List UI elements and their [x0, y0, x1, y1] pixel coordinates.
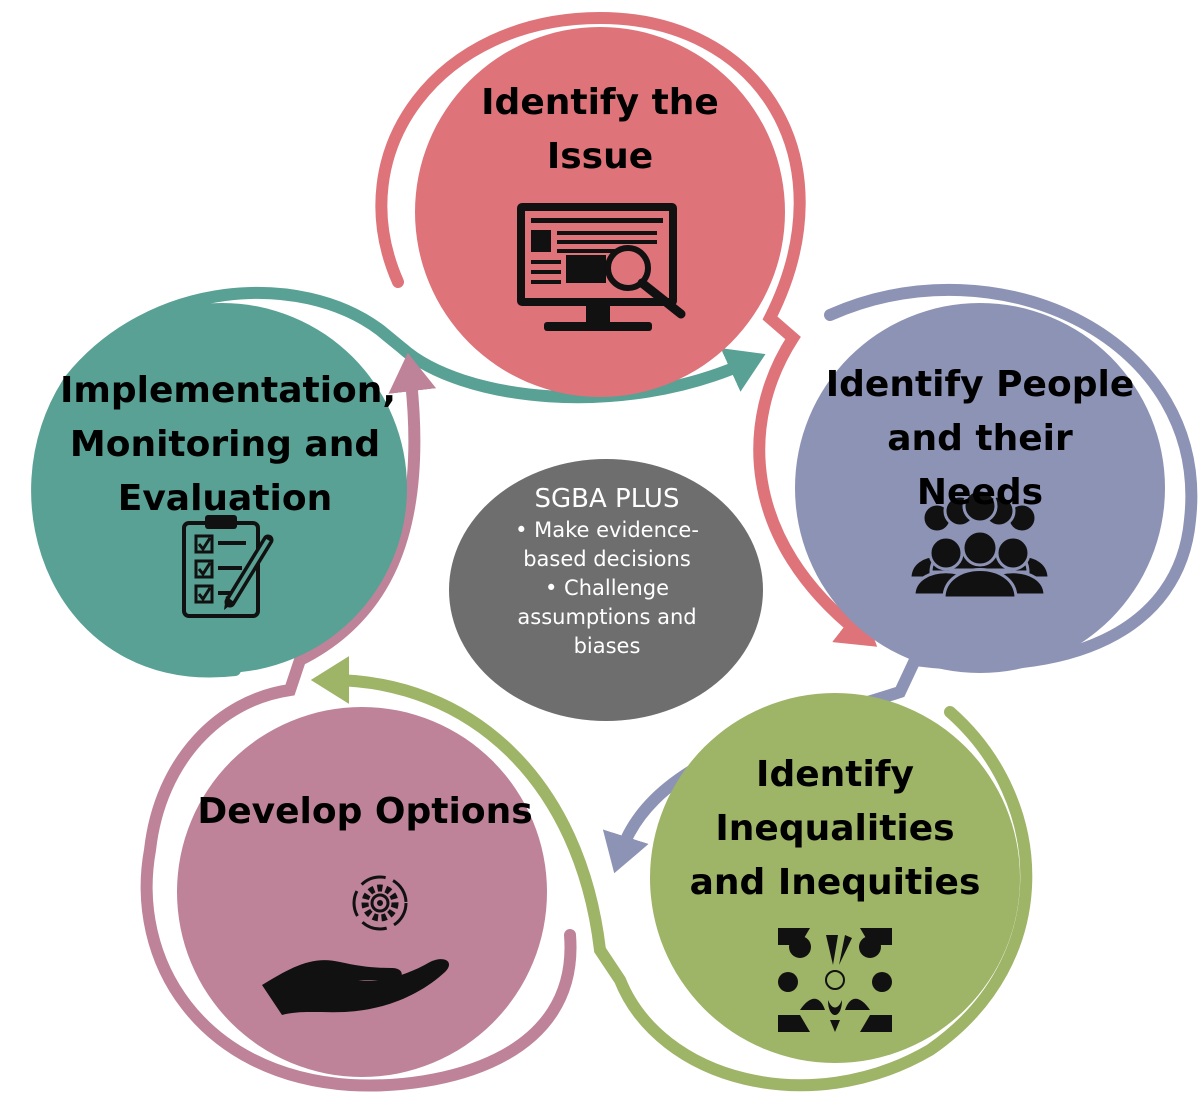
center-title: SGBA PLUS: [534, 484, 680, 514]
clipboard-checklist-icon: [182, 515, 274, 618]
ring-arc-green: [310, 656, 1033, 1092]
center-line: • Challenge: [544, 576, 670, 600]
hands-circle-icon: [778, 928, 892, 1032]
step-circle-implementation: [37, 303, 407, 673]
center-ellipse: [449, 459, 763, 721]
step-circle-develop-options: [177, 707, 547, 1077]
monitor-magnifier-icon: [517, 203, 686, 331]
step-label-identify-people: Identify People and their Needs: [825, 364, 1135, 513]
center-summary: SGBA PLUS • Make evidence- based decisio…: [452, 460, 762, 722]
ring-arc-pink: [375, 11, 878, 647]
ring-arc-mauve: [140, 352, 577, 1092]
step-label-identify-issue: Identify the Issue: [481, 82, 719, 177]
step-label-develop-options: Develop Options: [197, 791, 533, 832]
hand-gear-icon: [262, 875, 450, 1015]
center-line: biases: [573, 634, 641, 658]
center-line: • Make evidence-: [515, 518, 699, 542]
step-circle-identify-people: [795, 303, 1165, 673]
step-label-identify-inequalities: Identify Inequalities and Inequities: [689, 754, 981, 903]
ring-arc-teal: [31, 286, 766, 678]
center-line: assumptions and: [517, 605, 697, 629]
center-line: based decisions: [523, 547, 691, 571]
step-label-implementation: Implementation, Monitoring and Evaluatio…: [60, 370, 397, 519]
people-group-icon: [908, 488, 1051, 600]
step-circle-identify-inequalities: [650, 693, 1020, 1063]
